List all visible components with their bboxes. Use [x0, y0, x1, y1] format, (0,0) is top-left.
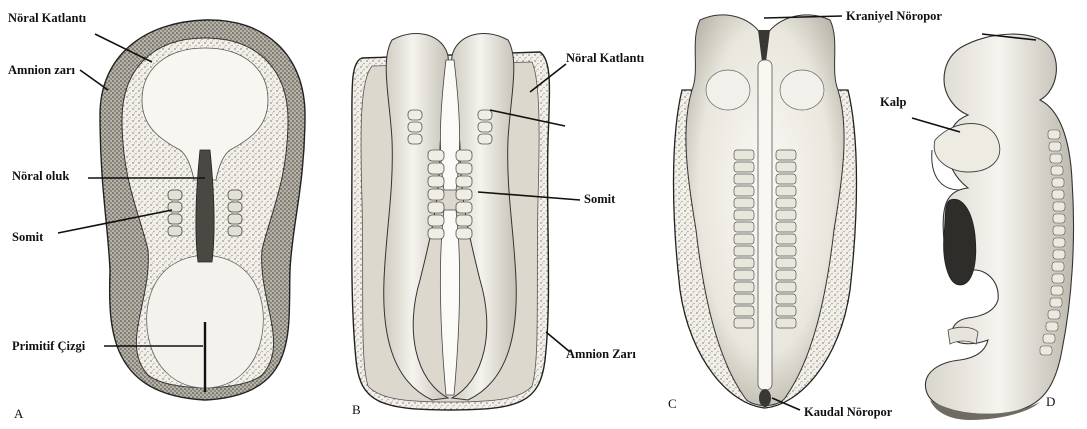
- label-b-neural-fold: Nöral Katlantı: [566, 51, 645, 65]
- panel-c-caudal-neuropore: [759, 389, 771, 407]
- panel-b-neural-tube: [440, 60, 459, 395]
- label-c-cranial-neuropore: Kraniyel Nöropor: [846, 9, 942, 23]
- panel-c-brain-vesicle-left: [706, 70, 750, 110]
- panel-a-neural-groove: [196, 150, 214, 262]
- label-c-caudal-neuropore: Kaudal Nöropor: [804, 405, 893, 419]
- leader-d-heart: [912, 118, 960, 132]
- panel-letter-d: D: [1046, 394, 1055, 409]
- label-a-neural-fold: Nöral Katlantı: [8, 11, 87, 25]
- label-a-neural-groove: Nöral oluk: [12, 169, 69, 183]
- panel-letter-a: A: [14, 406, 24, 421]
- panel-c-neural-tube: [758, 60, 772, 390]
- label-b-amnion: Amnion Zarı: [566, 347, 636, 361]
- panel-a: [100, 20, 305, 400]
- panel-b: [352, 33, 550, 410]
- leader-a-amnion: [80, 70, 108, 90]
- panel-d-heart: [934, 124, 1000, 173]
- panel-c-brain-vesicle-right: [780, 70, 824, 110]
- label-b-somite: Somit: [584, 192, 616, 206]
- panel-letter-c: C: [668, 396, 677, 411]
- label-a-amnion: Amnion zarı: [8, 63, 76, 77]
- panel-c: [674, 15, 857, 408]
- leader-c-cranial-neuropore: [764, 16, 842, 18]
- label-d-heart: Kalp: [880, 95, 906, 109]
- label-a-somite: Somit: [12, 230, 44, 244]
- label-a-primitive-streak: Primitif Çizgi: [12, 339, 86, 353]
- panel-d: [925, 34, 1073, 420]
- panel-letter-b: B: [352, 402, 361, 417]
